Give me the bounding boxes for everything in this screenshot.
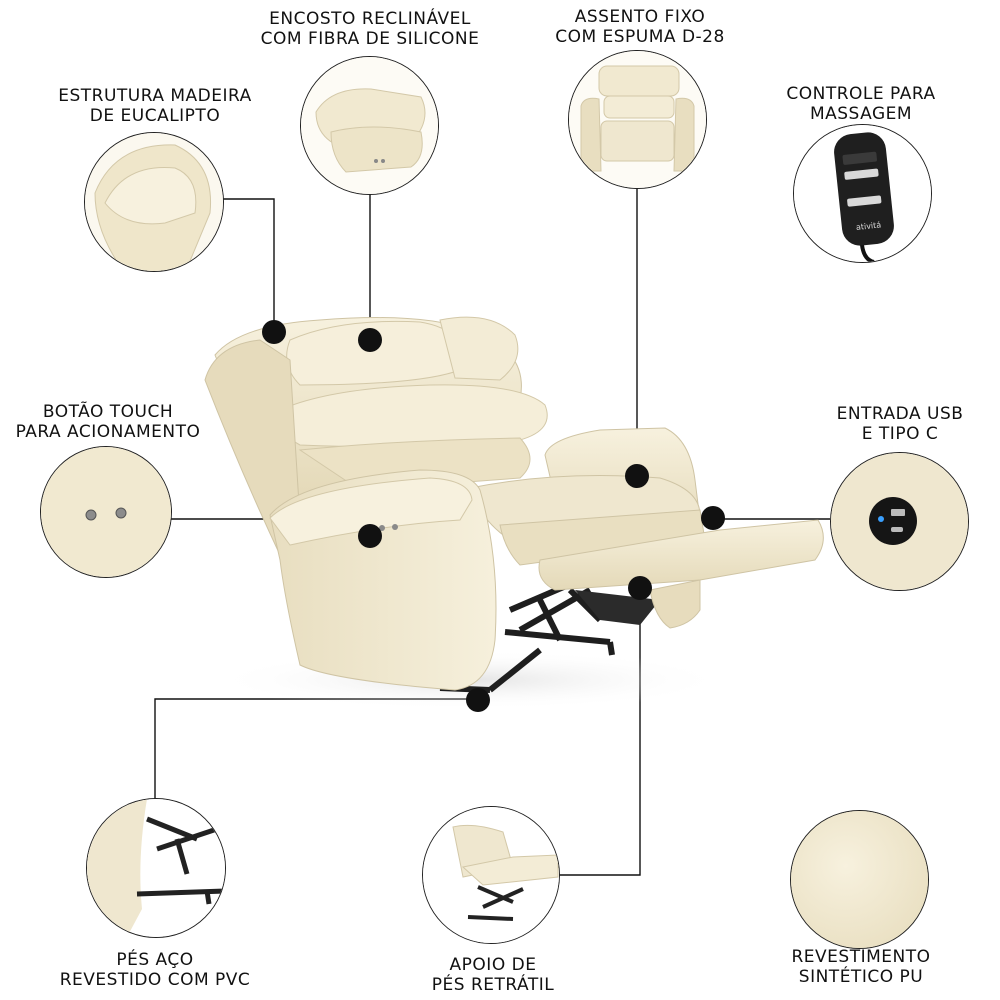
label-botao-line2: PARA ACIONAMENTO (15, 422, 201, 442)
seat-front-detail-image (569, 51, 706, 188)
label-encosto-line2: COM FIBRA DE SILICONE (260, 29, 480, 49)
detail-circle-botao (40, 446, 172, 578)
detail-circle-revestimento (790, 810, 929, 949)
label-botao-line1: BOTÃO TOUCH (42, 402, 174, 422)
label-estrutura: ESTRUTURA MADEIRA DE EUCALIPTO (58, 86, 252, 126)
steel-feet-detail-image (87, 799, 225, 937)
label-estrutura-line1: ESTRUTURA MADEIRA (58, 86, 252, 106)
label-controle-line1: CONTROLE PARA (786, 84, 936, 104)
label-botao: BOTÃO TOUCH PARA ACIONAMENTO (16, 402, 201, 442)
detail-circle-pes (86, 798, 226, 938)
label-assento: ASSENTO FIXO COM ESPUMA D-28 (555, 7, 725, 47)
marker-encosto[interactable] (358, 328, 382, 352)
label-assento-line1: ASSENTO FIXO (574, 7, 706, 27)
detail-circle-controle: ativitá (793, 124, 932, 263)
label-controle: CONTROLE PARA MASSAGEM (786, 84, 935, 124)
touch-button-detail-image (41, 447, 171, 577)
detail-circle-estrutura (84, 132, 224, 272)
label-encosto-line1: ENCOSTO RECLINÁVEL (269, 9, 471, 29)
label-usb: ENTRADA USB E TIPO C (837, 404, 964, 444)
marker-assento[interactable] (625, 464, 649, 488)
footrest-detail-image (423, 807, 559, 943)
label-apoio-line2: PÉS RETRÁTIL (431, 975, 555, 995)
detail-circle-apoio (422, 806, 560, 944)
marker-botao[interactable] (358, 524, 382, 548)
remote-brand: ativitá (856, 220, 882, 232)
label-revestimento: REVESTIMENTO SINTÉTICO PU (791, 947, 930, 987)
marker-apoio[interactable] (628, 576, 652, 600)
label-assento-line2: COM ESPUMA D-28 (555, 27, 725, 47)
marker-pes[interactable] (466, 688, 490, 712)
label-controle-line2: MASSAGEM (809, 104, 913, 124)
detail-circle-assento (568, 50, 707, 189)
detail-circle-usb (830, 452, 969, 591)
label-pes-line2: REVESTIDO COM PVC (59, 970, 251, 990)
usb-port-detail-image (831, 453, 968, 590)
label-usb-line2: E TIPO C (861, 424, 939, 444)
label-revestimento-line1: REVESTIMENTO (791, 947, 931, 967)
remote-control-image: ativitá (794, 125, 931, 262)
label-usb-line1: ENTRADA USB (836, 404, 964, 424)
label-pes: PÉS AÇO REVESTIDO COM PVC (60, 950, 251, 990)
label-pes-line1: PÉS AÇO (116, 950, 194, 970)
marker-usb[interactable] (701, 506, 725, 530)
armrest-detail-image (85, 133, 223, 271)
label-revestimento-line2: SINTÉTICO PU (798, 967, 924, 987)
backrest-detail-image (301, 57, 438, 194)
label-estrutura-line2: DE EUCALIPTO (89, 106, 221, 126)
label-apoio: APOIO DE PÉS RETRÁTIL (432, 955, 554, 995)
detail-circle-encosto (300, 56, 439, 195)
connector-estrutura (222, 198, 275, 330)
upholstery-swatch-image (791, 811, 928, 948)
label-encosto: ENCOSTO RECLINÁVEL COM FIBRA DE SILICONE (261, 9, 480, 49)
marker-estrutura[interactable] (262, 320, 286, 344)
label-apoio-line1: APOIO DE (449, 955, 537, 975)
